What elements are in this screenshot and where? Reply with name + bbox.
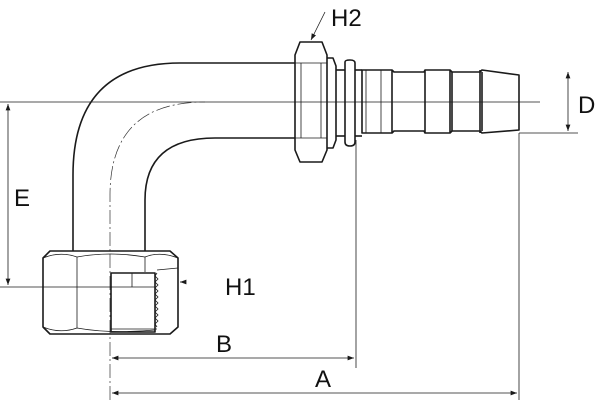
label-h2: H2: [331, 5, 362, 32]
hex-nut-h2: [294, 41, 362, 163]
barbed-tail: [361, 69, 520, 134]
label-a: A: [315, 366, 331, 393]
label-h1: H1: [225, 274, 256, 301]
label-d: D: [578, 92, 595, 119]
hex-nut-h1: [42, 250, 179, 335]
dimensions: [0, 11, 578, 400]
label-e: E: [14, 185, 30, 212]
bent-pipe: [72, 62, 295, 251]
label-b: B: [216, 331, 232, 358]
